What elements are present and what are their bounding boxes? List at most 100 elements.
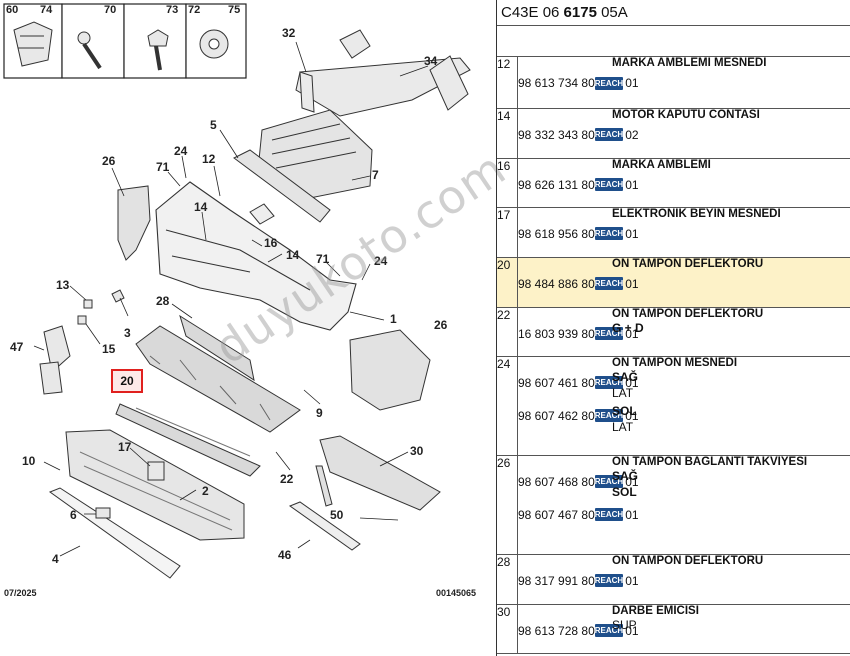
- part-title: ÖN TAMPON BAĞLANTI TAKVİYESİ: [612, 455, 808, 468]
- quantity: 01: [625, 177, 639, 192]
- quantity: 01: [625, 375, 639, 390]
- callout-7[interactable]: 7: [372, 168, 379, 182]
- part-description: MOTOR KAPUTU CONTASI: [612, 108, 850, 158]
- callout-15[interactable]: 15: [102, 342, 116, 356]
- header-spacer: [497, 26, 850, 57]
- part-description: ÖN TAMPON DEFLEKTÖRÜ: [612, 257, 850, 307]
- reach-badge: REACH: [594, 327, 624, 340]
- callout-47[interactable]: 47: [10, 340, 24, 354]
- part-title: MARKA AMBLEMİ MESNEDİ: [612, 57, 767, 69]
- reference-number[interactable]: 98 484 886 80: [518, 276, 595, 291]
- reach-badge: REACH: [594, 475, 624, 488]
- reference-number[interactable]: 98 607 468 80: [518, 474, 595, 489]
- reference-number[interactable]: 98 607 461 80: [518, 375, 595, 390]
- reference-number[interactable]: 16 803 939 80: [518, 326, 595, 341]
- quantity: 01: [625, 226, 639, 241]
- callout-6[interactable]: 6: [70, 508, 77, 522]
- reference-number[interactable]: 98 613 734 80: [518, 76, 595, 90]
- part-number: 26: [497, 455, 518, 554]
- callout-20-highlighted[interactable]: 20: [111, 369, 143, 393]
- reference-number[interactable]: 98 317 991 80: [518, 573, 595, 588]
- callout-71[interactable]: 71: [156, 160, 170, 174]
- part-variant: SAĞ: [612, 468, 639, 483]
- callout-1[interactable]: 1: [390, 312, 397, 326]
- callout-26[interactable]: 26: [434, 318, 448, 332]
- callout-2[interactable]: 2: [202, 484, 209, 498]
- callout-34[interactable]: 34: [424, 54, 438, 68]
- part-title: MARKA AMBLEMİ: [612, 158, 711, 171]
- reference-number[interactable]: 98 626 131 80: [518, 177, 595, 192]
- quantity: 01: [625, 507, 639, 522]
- callout-9[interactable]: 9: [316, 406, 323, 420]
- callout-22[interactable]: 22: [280, 472, 294, 486]
- reference-number[interactable]: 98 607 462 80: [518, 408, 595, 423]
- callout-3[interactable]: 3: [124, 326, 131, 340]
- callout-46[interactable]: 46: [278, 548, 292, 562]
- fastener-label: 74: [40, 4, 53, 16]
- callout-24[interactable]: 24: [174, 144, 188, 158]
- callout-14[interactable]: 14: [194, 200, 208, 214]
- reach-badge: REACH: [594, 574, 624, 587]
- callout-10[interactable]: 10: [22, 454, 36, 468]
- quantity: 02: [625, 127, 639, 142]
- part-number: 14: [497, 108, 518, 158]
- callout-13[interactable]: 13: [56, 278, 70, 292]
- part-title: MOTOR KAPUTU CONTASI: [612, 108, 760, 121]
- reference-number[interactable]: 98 613 728 80: [518, 623, 595, 638]
- part-number: 17: [497, 207, 518, 257]
- reference-number[interactable]: 98 607 467 80: [518, 507, 595, 522]
- reach-badge: REACH: [594, 624, 624, 637]
- reference-number[interactable]: 98 618 956 80: [518, 226, 595, 241]
- part-variant: LAT: [612, 419, 634, 434]
- callout-71[interactable]: 71: [316, 252, 330, 266]
- quantity: 01: [625, 573, 639, 588]
- callout-24[interactable]: 24: [374, 254, 388, 268]
- callout-16[interactable]: 16: [264, 236, 278, 250]
- callout-4[interactable]: 4: [52, 552, 59, 566]
- callout-28[interactable]: 28: [156, 294, 170, 308]
- callout-50[interactable]: 50: [330, 508, 344, 522]
- part-number: 24: [497, 356, 518, 455]
- callout-12[interactable]: 12: [202, 152, 216, 166]
- callout-32[interactable]: 32: [282, 26, 296, 40]
- callout-26[interactable]: 26: [102, 154, 116, 168]
- part-number: 12: [497, 57, 518, 108]
- callout-14[interactable]: 14: [286, 248, 300, 262]
- fastener-label: 60: [6, 4, 19, 16]
- quantity: 01: [625, 326, 639, 341]
- callout-17[interactable]: 17: [118, 440, 132, 454]
- quantity: 01: [625, 276, 639, 291]
- callout-5[interactable]: 5: [210, 118, 217, 132]
- callout-30[interactable]: 30: [410, 444, 424, 458]
- quantity: 01: [625, 76, 639, 90]
- reach-badge: REACH: [594, 128, 624, 141]
- reference-number[interactable]: 98 332 343 80: [518, 127, 595, 142]
- reach-badge: REACH: [594, 508, 624, 521]
